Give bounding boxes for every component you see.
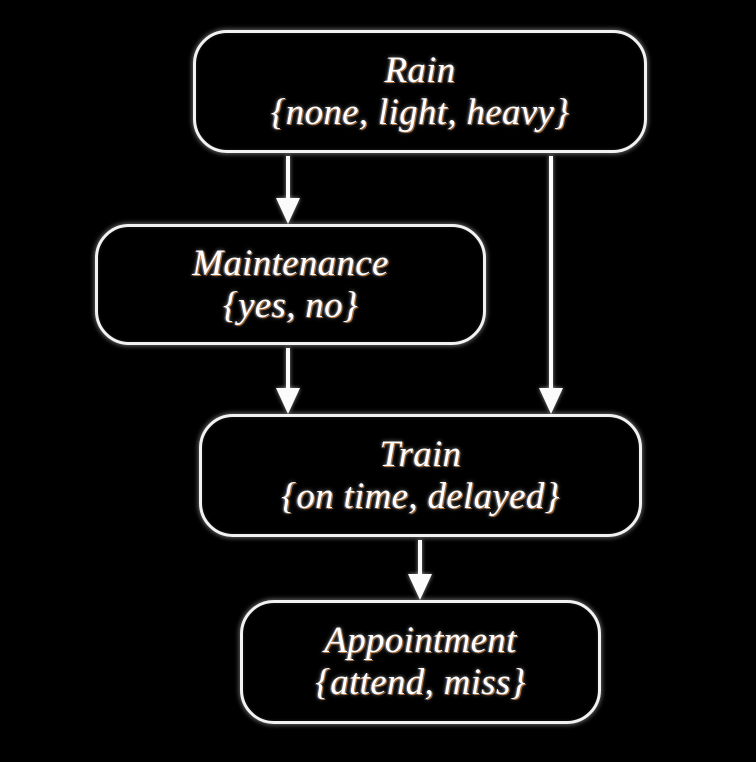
node-train-states: {on time, delayed} [281, 475, 560, 517]
node-appointment-title: Appointment [324, 620, 517, 662]
node-rain-states: {none, light, heavy} [270, 91, 570, 133]
node-train[interactable]: Train {on time, delayed} [199, 414, 642, 537]
node-train-title: Train [379, 433, 462, 475]
node-appointment[interactable]: Appointment {attend, miss} [240, 600, 601, 724]
edge-maintenance-to-train [276, 348, 300, 414]
node-appointment-states: {attend, miss} [315, 662, 526, 703]
node-maintenance-title: Maintenance [192, 242, 389, 284]
node-maintenance-states: {yes, no} [222, 284, 359, 326]
node-rain-title: Rain [384, 49, 456, 91]
edge-train-to-appointment [408, 540, 432, 600]
edge-rain-to-train [539, 156, 563, 414]
edge-rain-to-maintenance [276, 156, 300, 224]
node-rain[interactable]: Rain {none, light, heavy} [193, 30, 647, 153]
node-maintenance[interactable]: Maintenance {yes, no} [95, 224, 486, 345]
